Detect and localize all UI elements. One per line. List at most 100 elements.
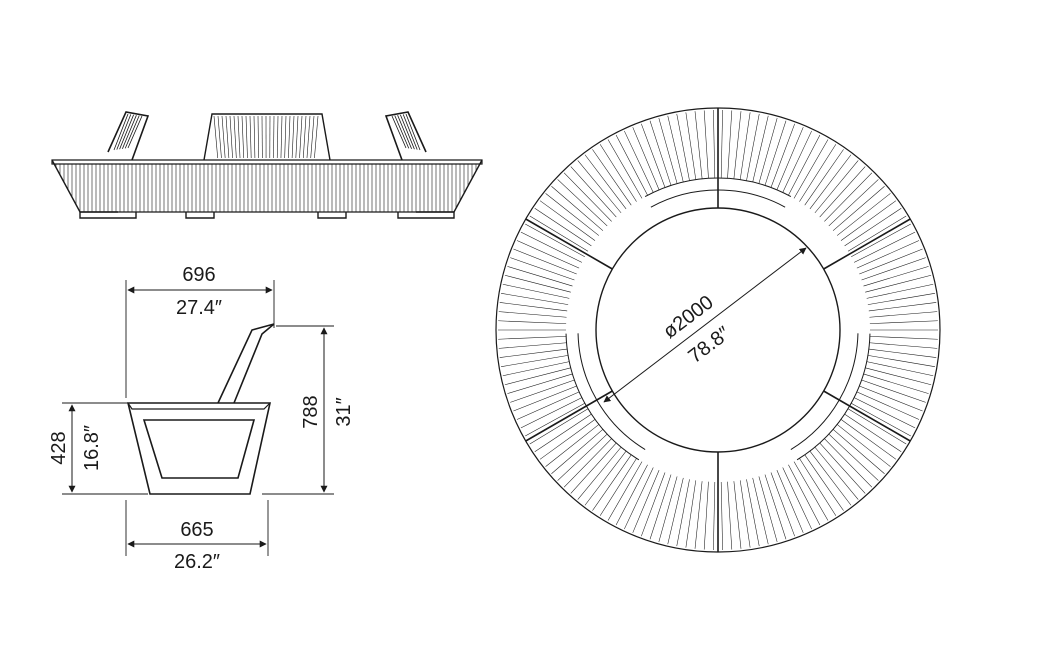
backrest-slat (314, 115, 319, 159)
elevation-foot-2 (185, 212, 215, 219)
plan-slat (516, 391, 580, 420)
dim-line-inner-diameter (603, 247, 807, 403)
plan-slat (824, 438, 873, 488)
plan-slat (502, 283, 570, 299)
backrest-slat (113, 113, 129, 151)
plan-slat (632, 470, 660, 533)
plan-slat (703, 110, 709, 179)
elevation-right-backrest-slats (391, 113, 421, 151)
plan-slat (641, 472, 666, 537)
plan-slat (529, 215, 589, 252)
backrest-slat (249, 115, 252, 159)
plan-slats (498, 110, 938, 550)
backrest-slat (245, 115, 248, 159)
plan-slat (545, 193, 600, 236)
backrest-slat (124, 115, 140, 149)
plan-slat (727, 110, 733, 179)
plan-slat (649, 120, 672, 186)
plan-slat (703, 481, 709, 550)
side-seat-frame-inner (142, 419, 256, 479)
plan-slat (793, 461, 829, 521)
plan-backrest-arc (796, 333, 871, 461)
backrest-slat (302, 115, 307, 159)
backrest-slat (119, 114, 134, 150)
plan-slat (836, 424, 891, 467)
plan-slat (563, 438, 612, 488)
plan-slat (499, 302, 568, 312)
plan-slat (584, 154, 627, 210)
backrest-slat (233, 115, 237, 159)
elevation-foot-4 (397, 212, 455, 219)
plan-slat (499, 348, 568, 358)
base-width-mm: 665 (180, 519, 213, 541)
elevation-left-backrest (107, 111, 150, 161)
plan-slat (840, 200, 897, 241)
plan-slat (859, 248, 923, 275)
plan-slat (667, 115, 684, 183)
plan-slat (577, 160, 622, 214)
plan-slat (868, 302, 937, 312)
plan-slat (859, 385, 923, 412)
backrest-slat (295, 115, 299, 159)
plan-slat (563, 172, 612, 222)
plan-slat (525, 402, 585, 437)
plan-slat (851, 402, 911, 437)
plan-slat (607, 139, 643, 199)
plan-slat (545, 424, 600, 467)
plan-slat (752, 477, 769, 545)
plan-slat (713, 110, 716, 179)
plan-slat (720, 110, 723, 179)
plan-slat (599, 458, 637, 516)
plan-slat (844, 208, 902, 247)
plan-slat (607, 461, 643, 521)
plan-slat (814, 446, 859, 500)
plan-slat (788, 464, 821, 526)
plan-divider (525, 218, 613, 270)
height-mm: 788 (300, 395, 322, 428)
plan-slat (658, 118, 678, 184)
plan-slat (733, 481, 742, 549)
plan-slat (819, 442, 866, 494)
plan-slat (584, 450, 627, 506)
backrest-slat (306, 115, 311, 159)
backrest-slat (400, 114, 415, 150)
plan-backrests (565, 177, 871, 461)
elevation-seat-top (51, 159, 483, 165)
elevation-slats (55, 164, 477, 212)
plan-slat (770, 123, 795, 188)
plan-slat (632, 127, 660, 190)
plan-slat (539, 419, 596, 460)
backrest-slat (288, 115, 291, 159)
plan-slat (776, 127, 804, 190)
plan-slat (824, 172, 873, 222)
backrest-slat (405, 113, 421, 151)
backrest-slat (299, 115, 303, 159)
plan-slat (799, 144, 837, 202)
plan-slat (667, 477, 684, 545)
plan-slat (510, 257, 575, 281)
plan-slat (685, 112, 697, 180)
plan-slat (866, 283, 934, 299)
plan-slat (832, 186, 885, 231)
plan-slat (799, 458, 837, 516)
plan-slat (498, 320, 567, 324)
backrest-slat (229, 115, 233, 159)
backrest-slat (127, 115, 143, 149)
inner-diameter-in: 78.8″ (684, 323, 734, 368)
plan-backrest-arc (577, 333, 646, 450)
plan-view: ø2000 78.8″ (495, 107, 941, 553)
elevation-foot-1 (79, 212, 137, 219)
backrest-slat (391, 115, 407, 149)
backrest-slat (221, 115, 226, 159)
plan-slat (869, 311, 938, 318)
backrest-slat (237, 115, 241, 159)
plan-backrest-arc (644, 177, 792, 198)
plan-slat (507, 266, 573, 287)
elevation-center-backrest (203, 113, 331, 161)
plan-slat (713, 481, 716, 550)
plan-slat (866, 361, 934, 377)
plan-slat (869, 336, 938, 340)
plan-slat (739, 112, 751, 180)
backrest-slat (280, 115, 283, 159)
